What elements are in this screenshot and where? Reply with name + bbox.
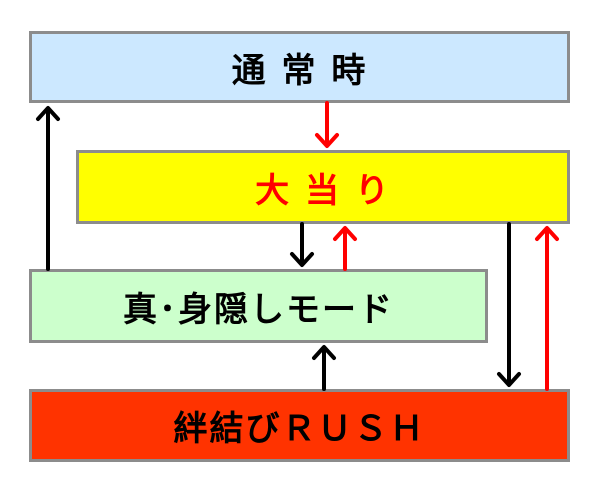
arrow-jackpot-to-rush [497,222,521,387]
arrow-hidden-to-jackpot [333,226,357,271]
arrow-normal-to-jackpot [315,101,339,148]
node-rush: 絆結びＲＵＳＨ [29,389,570,462]
node-jackpot: 大 当 り [76,150,570,224]
arrow-head [36,106,60,121]
arrow-head [497,372,521,387]
arrow-jackpot-to-hidden [290,222,314,267]
node-rush-label: 絆結びＲＵＳＨ [173,409,426,449]
arrow-hidden-to-normal [36,106,60,271]
arrow-head [535,226,559,241]
arrow-head [290,252,314,267]
node-hidden-mode: 真･身隠しモード [29,269,488,343]
node-normal-label: 通 常 時 [231,50,368,91]
arrow-head [333,226,357,241]
node-normal-state: 通 常 時 [29,31,570,103]
arrow-rush-to-hidden [312,345,336,391]
arrow-rush-to-jackpot [535,226,559,391]
arrow-head [312,345,336,360]
node-jackpot-label: 大 当 り [255,170,391,211]
arrow-head [315,133,339,148]
node-hidden-mode-label: 真･身隠しモード [123,289,394,330]
